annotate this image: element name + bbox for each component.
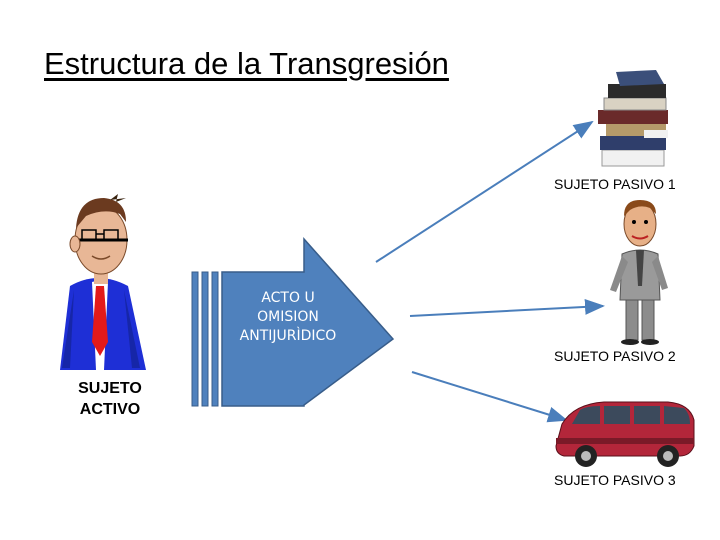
man-in-suit-icon (610, 200, 668, 345)
act-label: ACTO U OMISION ANTIJURÌDICO (226, 289, 350, 346)
passive-subject-3-label: SUJETO PASIVO 3 (554, 472, 676, 488)
active-subject-label: SUJETO ACTIVO (60, 378, 160, 420)
active-subject-figure (60, 194, 146, 370)
books-icon (598, 70, 668, 167)
active-subject-label-line-2: ACTIVO (79, 401, 141, 418)
act-block-arrow (191, 237, 395, 407)
passive-subject-1-label: SUJETO PASIVO 1 (554, 176, 676, 192)
act-label-line-2: OMISION (257, 309, 319, 325)
minivan-icon (555, 401, 695, 467)
active-subject-label-line-1: SUJETO (78, 380, 142, 397)
arrow-to-passive-1 (375, 120, 594, 263)
act-label-line-3: ANTIJURÌDICO (239, 328, 337, 344)
slide-title: Estructura de la Transgresión (44, 46, 449, 81)
arrow-to-passive-3 (411, 371, 568, 423)
passive-subject-2-label: SUJETO PASIVO 2 (554, 348, 676, 364)
act-label-line-1: ACTO U (261, 290, 315, 306)
arrow-to-passive-2 (409, 298, 605, 317)
